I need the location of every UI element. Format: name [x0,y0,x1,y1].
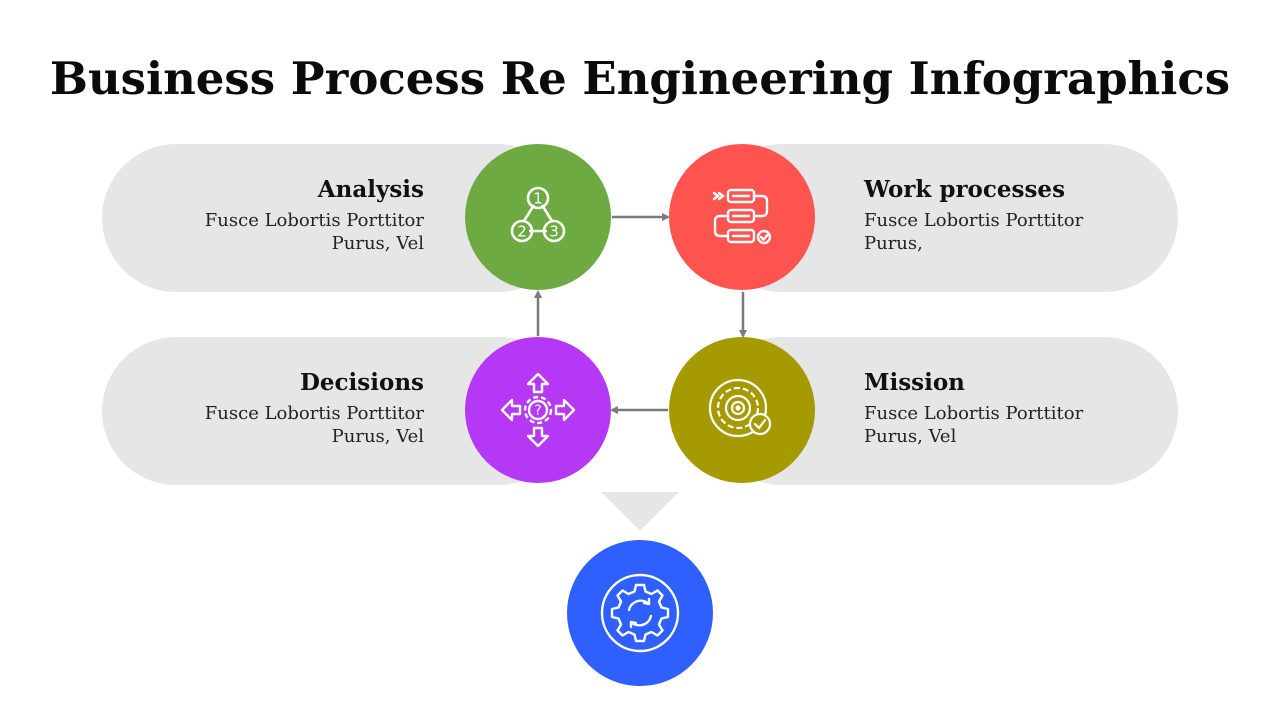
step-desc-line1: Fusce Lobortis Porttitor [864,403,1084,424]
step-desc-line2: Purus, Vel [331,426,424,447]
step-title: Analysis [317,176,424,203]
step-desc-line1: Fusce Lobortis Porttitor [204,403,424,424]
step-circle-analysis: 1 2 3 [465,144,611,290]
step-desc-line1: Fusce Lobortis Porttitor [864,210,1084,231]
down-chevron [601,492,679,531]
step-label-analysis: Analysis Fusce Lobortis Porttitor Purus,… [164,175,424,255]
numbered-nodes-icon: 1 2 3 [510,186,566,243]
svg-text:?: ? [534,403,541,419]
step-title: Mission [864,369,965,396]
result-circle [567,540,713,686]
step-title: Decisions [299,369,424,396]
svg-text:2: 2 [517,223,527,241]
svg-text:1: 1 [533,190,543,208]
step-label-decisions: Decisions Fusce Lobortis Porttitor Purus… [164,368,424,448]
workflow-icon [712,188,772,245]
step-title: Work processes [864,176,1066,203]
decision-arrows-icon: ? [500,372,576,448]
step-circle-mission [669,337,815,483]
step-label-work-processes: Work processes Fusce Lobortis Porttitor … [864,175,1124,255]
step-desc-line2: Purus, [864,233,923,254]
page-title: Business Process Re Engineering Infograp… [49,52,1231,105]
step-circle-decisions: ? [465,337,611,483]
gear-refresh-icon [600,573,680,653]
svg-text:3: 3 [549,223,559,241]
step-circle-work-processes [669,144,815,290]
target-gear-icon [708,378,772,438]
step-desc-line2: Purus, Vel [864,426,957,447]
step-desc-line1: Fusce Lobortis Porttitor [204,210,424,231]
step-label-mission: Mission Fusce Lobortis Porttitor Purus, … [864,368,1124,448]
step-desc-line2: Purus, Vel [331,233,424,254]
